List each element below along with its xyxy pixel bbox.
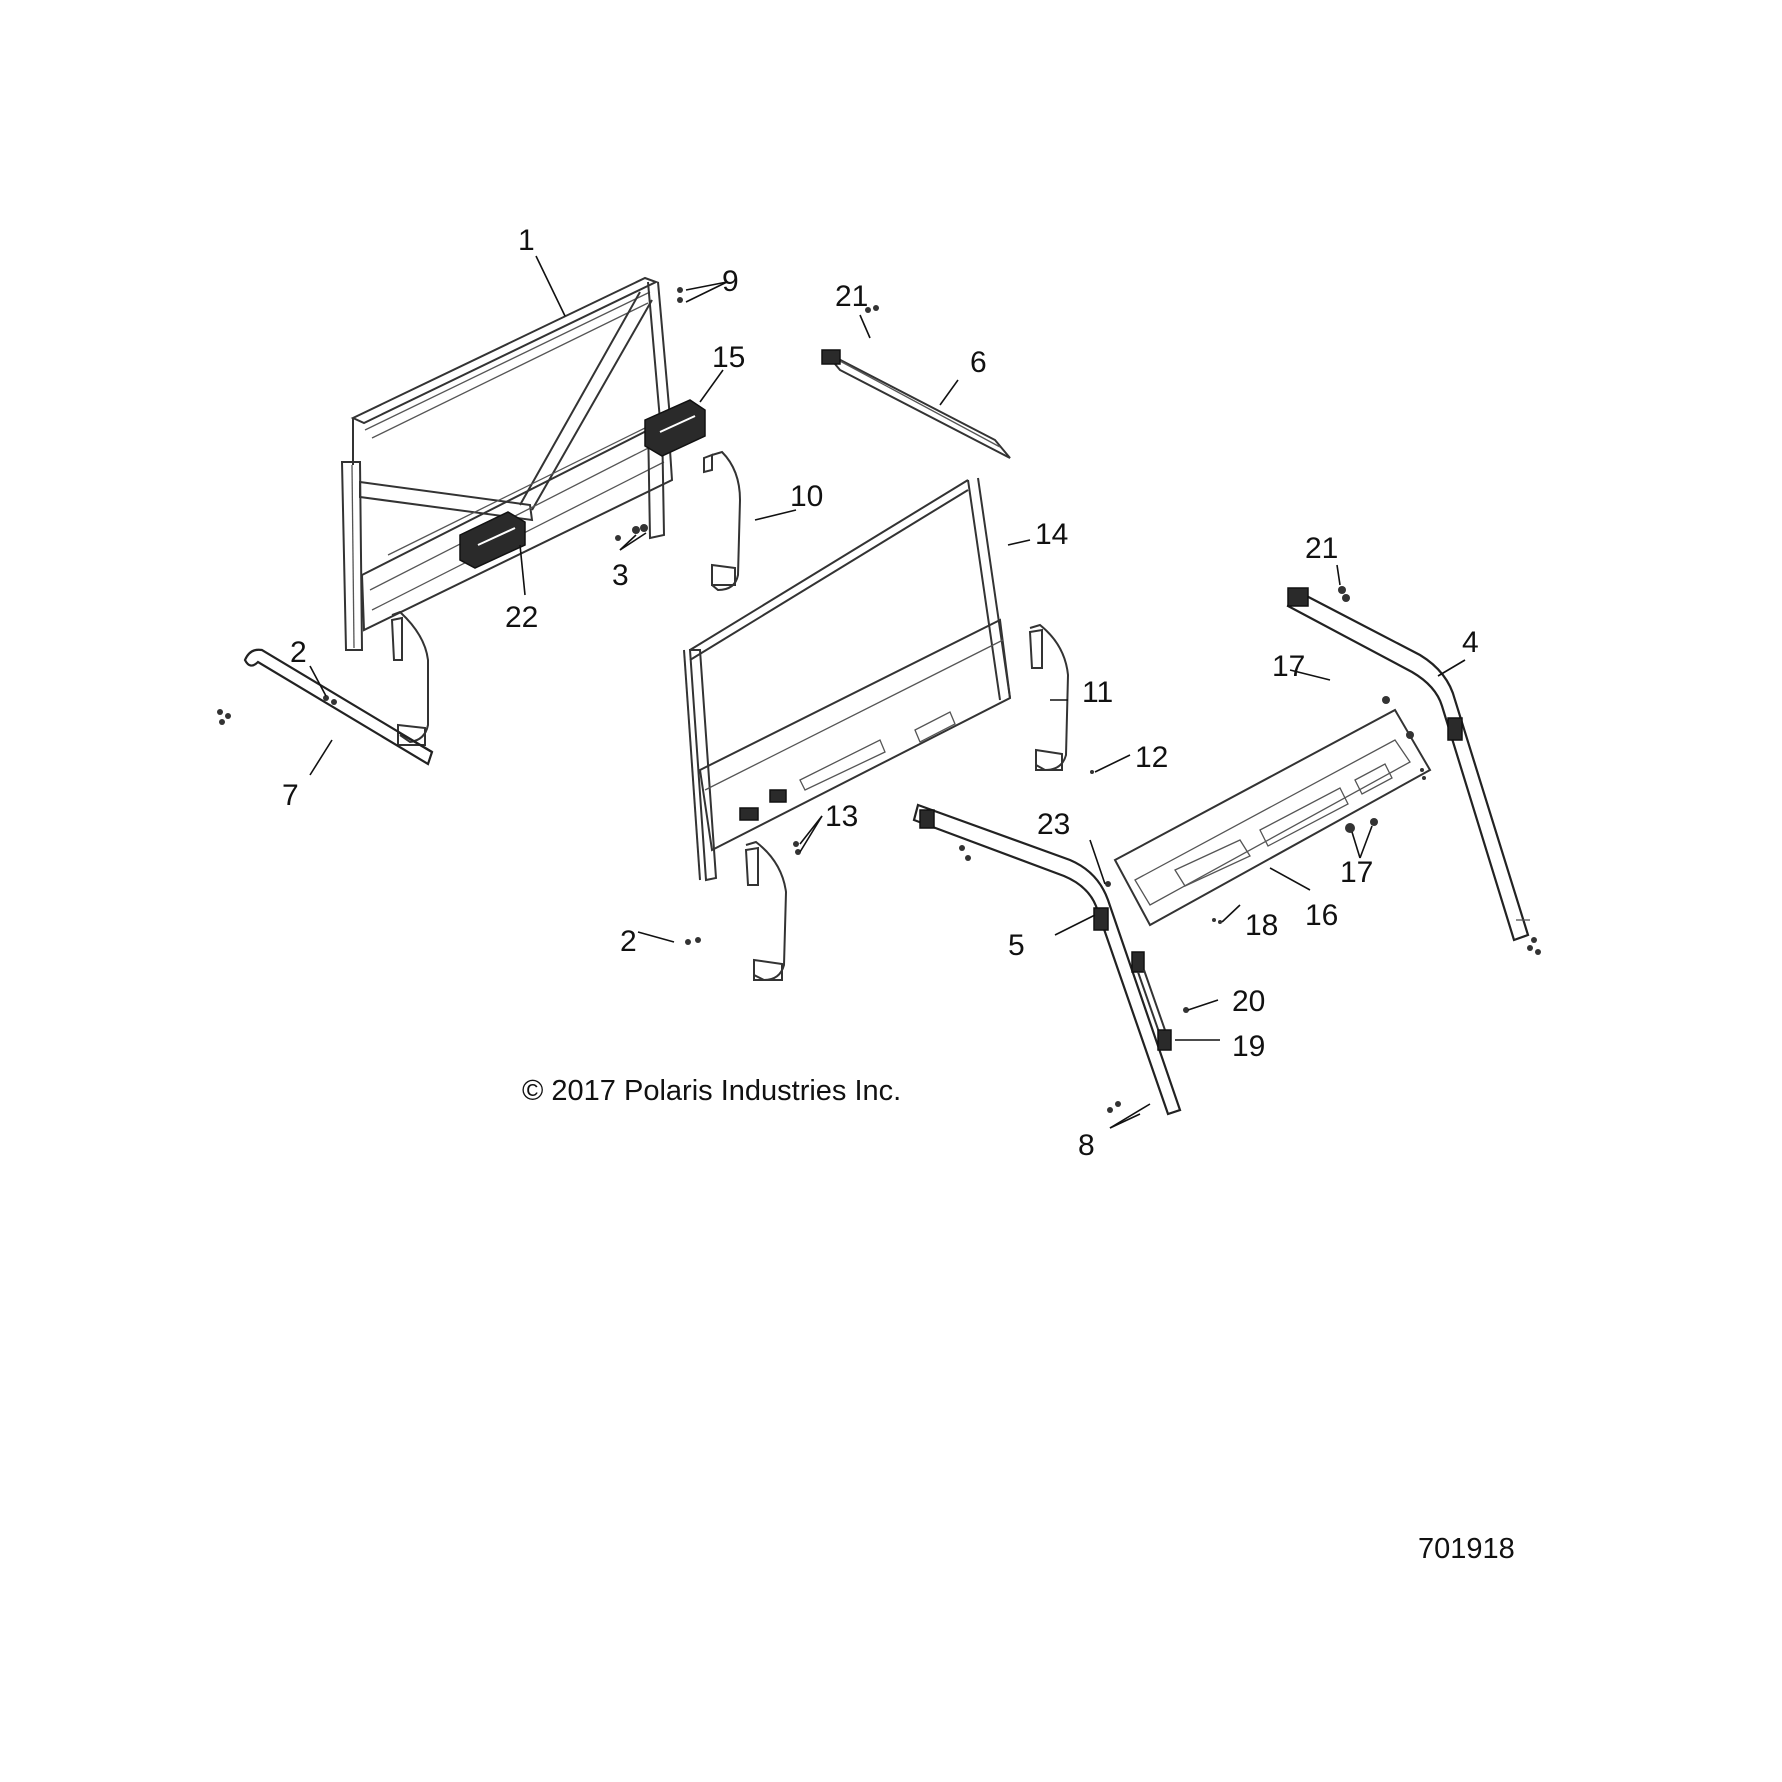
callout-13: 13 <box>825 800 858 833</box>
callout-3: 3 <box>612 559 629 592</box>
callout-15: 15 <box>712 341 745 374</box>
callout-2-left: 2 <box>290 636 307 669</box>
callout-23: 23 <box>1037 808 1070 841</box>
callout-19: 19 <box>1232 1030 1265 1063</box>
part-rail-6 <box>821 349 1011 459</box>
callout-7: 7 <box>282 779 299 812</box>
figure-number: 701918 <box>1418 1533 1515 1565</box>
callout-labels: 1 9 21 6 15 10 14 3 22 21 4 2 11 17 12 7… <box>282 224 1479 1162</box>
callout-11: 11 <box>1082 676 1113 709</box>
callout-8: 8 <box>1078 1129 1095 1162</box>
hardware-fasteners <box>323 287 1541 1113</box>
part-bracket-11 <box>1028 623 1070 772</box>
callout-17-upper: 17 <box>1272 650 1305 683</box>
callout-6: 6 <box>970 346 987 379</box>
part-strut-19-20 <box>1131 951 1172 1051</box>
callout-9: 9 <box>722 265 739 298</box>
part-tube-4 <box>1286 587 1530 942</box>
part-grab-handle-22 <box>459 511 526 569</box>
part-tube-7 <box>217 648 434 766</box>
callout-17-lower: 17 <box>1340 856 1373 889</box>
callout-14: 14 <box>1035 518 1068 551</box>
callout-2-lower: 2 <box>620 925 637 958</box>
callout-5: 5 <box>1008 929 1025 962</box>
part-panel-16 <box>1113 708 1432 927</box>
callout-20: 20 <box>1232 985 1265 1018</box>
callout-16: 16 <box>1305 899 1338 932</box>
part-tube-5 <box>912 803 1182 1116</box>
copyright-notice: © 2017 Polaris Industries Inc. <box>522 1075 901 1107</box>
part-bracket-lower <box>744 840 788 982</box>
part-bracket-left <box>390 610 429 746</box>
callout-22: 22 <box>505 601 538 634</box>
callout-21-right: 21 <box>1305 532 1338 565</box>
leader-lines <box>309 255 1466 1129</box>
part-front-cab-frame <box>340 276 674 651</box>
part-grab-handle-15 <box>644 399 706 457</box>
callout-4: 4 <box>1462 626 1479 659</box>
callout-1: 1 <box>518 224 535 257</box>
part-bracket-10 <box>703 450 742 592</box>
callout-18: 18 <box>1245 909 1278 942</box>
callout-12: 12 <box>1135 741 1168 774</box>
callout-10: 10 <box>790 480 823 513</box>
part-rear-cab-frame <box>683 477 1012 882</box>
callout-21-upper: 21 <box>835 280 868 313</box>
